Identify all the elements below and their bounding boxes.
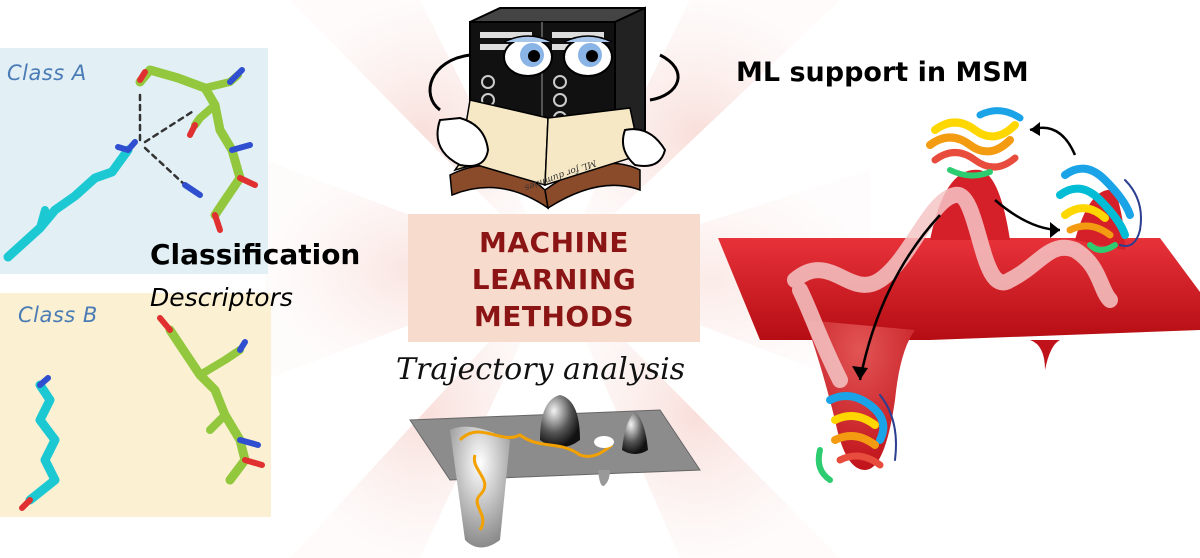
trajectory-analysis-label: Trajectory analysis — [396, 352, 686, 387]
ml-methods-line-1: MACHINE — [479, 226, 629, 259]
ml-methods-line-2: LEARNING — [471, 263, 637, 296]
descriptors-label: Descriptors — [150, 283, 293, 312]
class-a-label: Class A — [7, 61, 87, 85]
ml-methods-box: MACHINE LEARNING METHODS — [408, 214, 700, 342]
msm-title: ML support in MSM — [736, 57, 1029, 88]
classification-label: Classification — [150, 238, 361, 271]
book-icon: ML for dummies — [449, 99, 641, 210]
ml-methods-line-3: METHODS — [473, 300, 635, 333]
class-b-label: Class B — [18, 303, 98, 327]
